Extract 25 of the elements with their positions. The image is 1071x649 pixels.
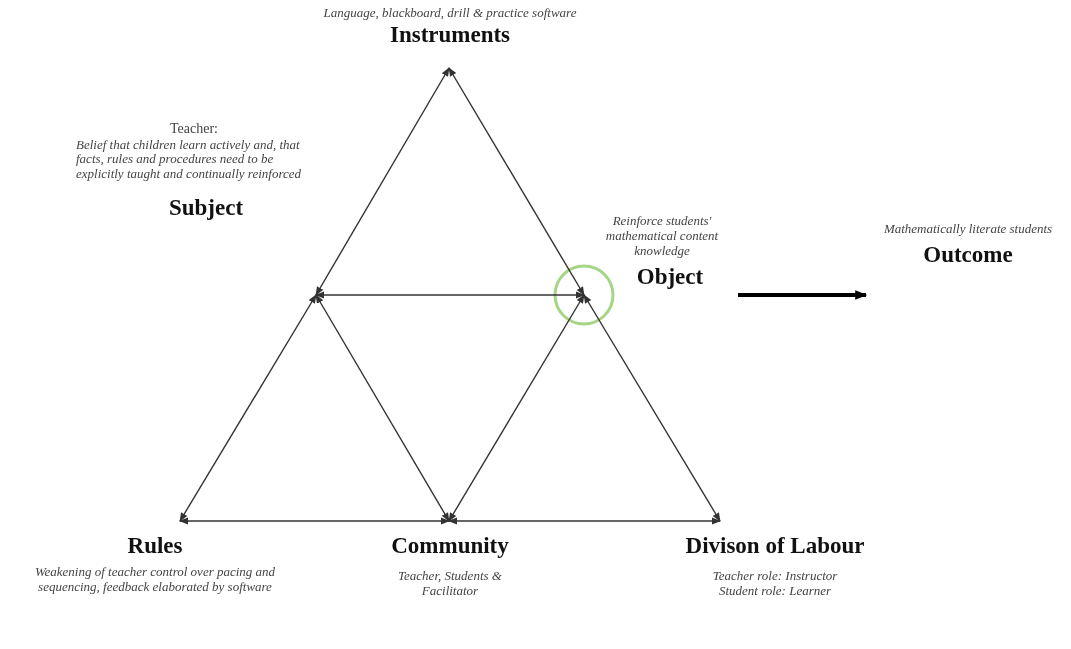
description: Language, blackboard, drill & practice software [322, 6, 578, 21]
arrow [315, 67, 450, 296]
description: Teacher, Students & Facilitator [397, 568, 503, 599]
description: Reinforce students' mathematical content knowledge [604, 214, 720, 259]
arrow [448, 67, 585, 296]
node-title: Subject [167, 194, 245, 223]
description: Belief that children learn actively and, that facts, rules and procedures need to be explicitly taught and continually reinforced [76, 137, 303, 183]
node-title: Instruments [388, 20, 512, 49]
node-title: Divison of Labour [684, 532, 866, 560]
arrow [179, 517, 450, 525]
arrow [448, 517, 721, 525]
node-title: Outcome [922, 240, 1014, 269]
arrow [738, 290, 868, 300]
arrow [179, 294, 317, 522]
role-label: Teacher: [169, 120, 219, 138]
arrow [583, 294, 721, 522]
description: Teacher role: Instructor Student role: Learner [711, 568, 839, 599]
node-title: Community [390, 532, 510, 560]
arrow [448, 294, 585, 522]
node-title: Rules [126, 532, 184, 560]
description: Weakening of teacher control over pacing and sequencing, feedback elaborated by software [33, 564, 277, 595]
description: Mathematically literate students [882, 222, 1054, 237]
node-title: Object [635, 262, 705, 291]
arrow [315, 291, 585, 299]
arrow [315, 294, 450, 522]
